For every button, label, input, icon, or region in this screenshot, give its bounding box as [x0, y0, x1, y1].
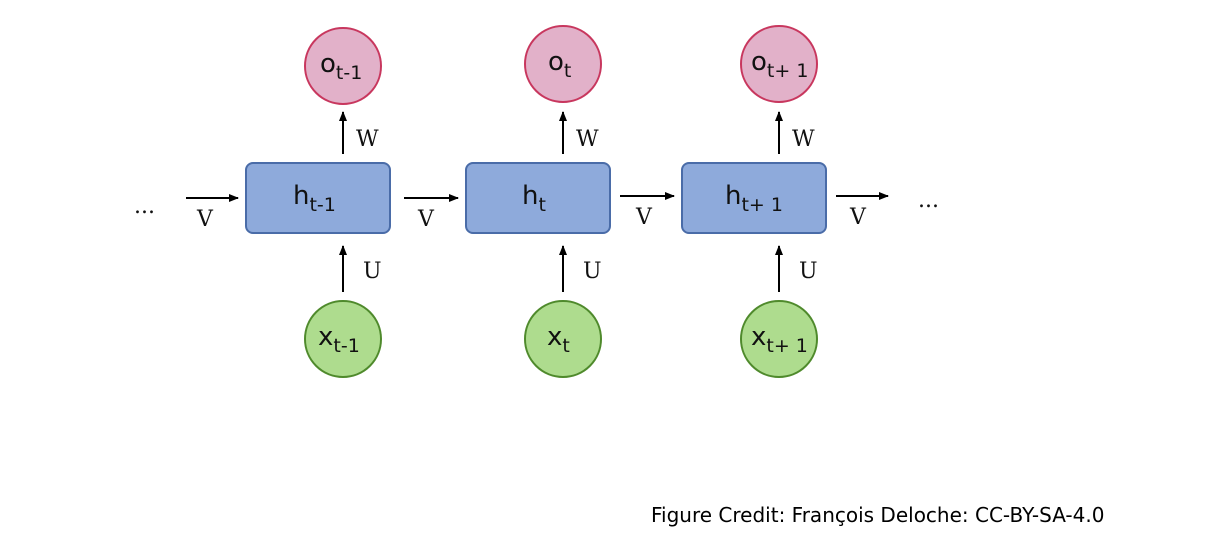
recurrent-label-4: V: [849, 205, 867, 230]
recurrent-label-1: V: [196, 207, 214, 232]
input-node-label: xt-1: [318, 322, 360, 357]
input-weight-label: U: [799, 259, 818, 284]
right-ellipsis: ...: [918, 188, 939, 213]
output-weight-label: W: [576, 127, 599, 152]
output-node-label: ot-1: [320, 49, 362, 84]
input-weight-label: U: [583, 259, 602, 284]
hidden-node-label: ht-1: [293, 181, 336, 216]
output-node-label: ot+ 1: [751, 47, 808, 82]
input-node: [304, 300, 382, 378]
figure-credit: Figure Credit: François Deloche: CC-BY-S…: [651, 503, 1105, 527]
step-t-minus-1: ot-1 W ht-1 U xt-1: [245, 27, 391, 378]
output-node: [304, 27, 382, 105]
hidden-node: [465, 162, 611, 234]
input-node: [524, 300, 602, 378]
output-node-label: ot: [548, 47, 571, 82]
input-weight-label: U: [363, 259, 382, 284]
step-t-plus-1: ot+ 1 W ht+ 1 U xt+ 1: [681, 25, 827, 378]
output-weight-label: W: [356, 127, 379, 152]
output-node: [740, 25, 818, 103]
input-node-label: xt+ 1: [751, 322, 808, 357]
output-weight-label: W: [792, 127, 815, 152]
input-node: [740, 300, 818, 378]
output-node: [524, 25, 602, 103]
hidden-node-label: ht: [522, 181, 546, 216]
step-t: ot W ht U xt: [465, 25, 611, 378]
left-ellipsis: ...: [134, 194, 155, 219]
hidden-node-label: ht+ 1: [725, 181, 783, 216]
hidden-node: [681, 162, 827, 234]
input-node-label: xt: [547, 322, 570, 357]
recurrent-label-3: V: [635, 205, 653, 230]
recurrent-label-2: V: [417, 207, 435, 232]
hidden-node: [245, 162, 391, 234]
